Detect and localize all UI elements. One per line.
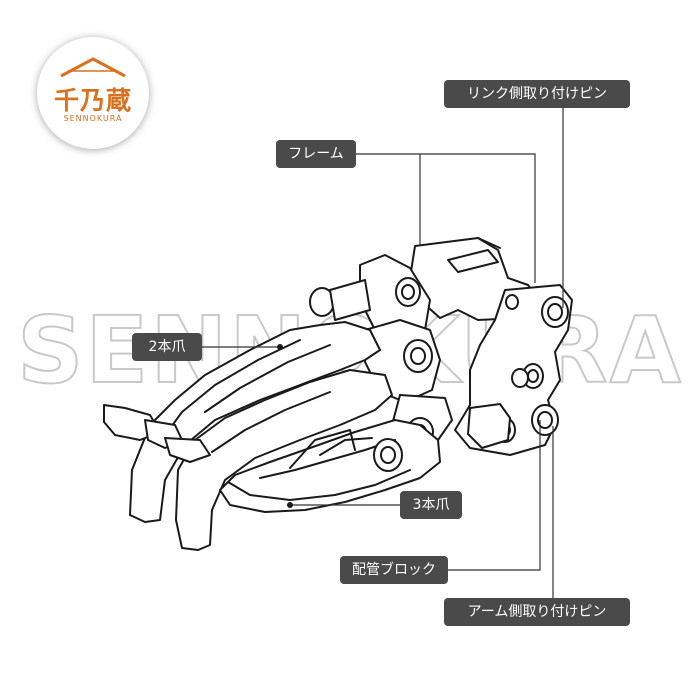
- callout-frame: フレーム: [276, 140, 356, 168]
- frame-cross-pin: [447, 249, 499, 273]
- roof-icon: [60, 57, 126, 78]
- leader-lines: [202, 108, 564, 598]
- plate-hole-small: [505, 294, 519, 310]
- callout-link-pin: リンク側取り付けピン: [444, 80, 630, 108]
- two-claw-tine-2: [175, 369, 393, 551]
- leader-dots: [277, 344, 293, 508]
- callout-piping-block: 配管ブロック: [340, 556, 448, 584]
- leader-frame: [356, 153, 536, 283]
- callout-three-claw: 3本爪: [400, 491, 462, 519]
- grapple-drawing: [103, 237, 573, 551]
- logo-main-text: 千乃蔵: [53, 86, 132, 115]
- leader-piping-block: [448, 420, 541, 571]
- logo-sub-text: SENNOKURA: [63, 114, 123, 123]
- piping-block: [467, 403, 511, 449]
- callout-two-claw: 2本爪: [132, 333, 202, 361]
- two-claw-tine: [129, 321, 381, 523]
- callout-arm-pin: アーム側取り付けピン: [444, 598, 630, 626]
- brand-logo: 千乃蔵 SENNOKURA: [37, 37, 149, 149]
